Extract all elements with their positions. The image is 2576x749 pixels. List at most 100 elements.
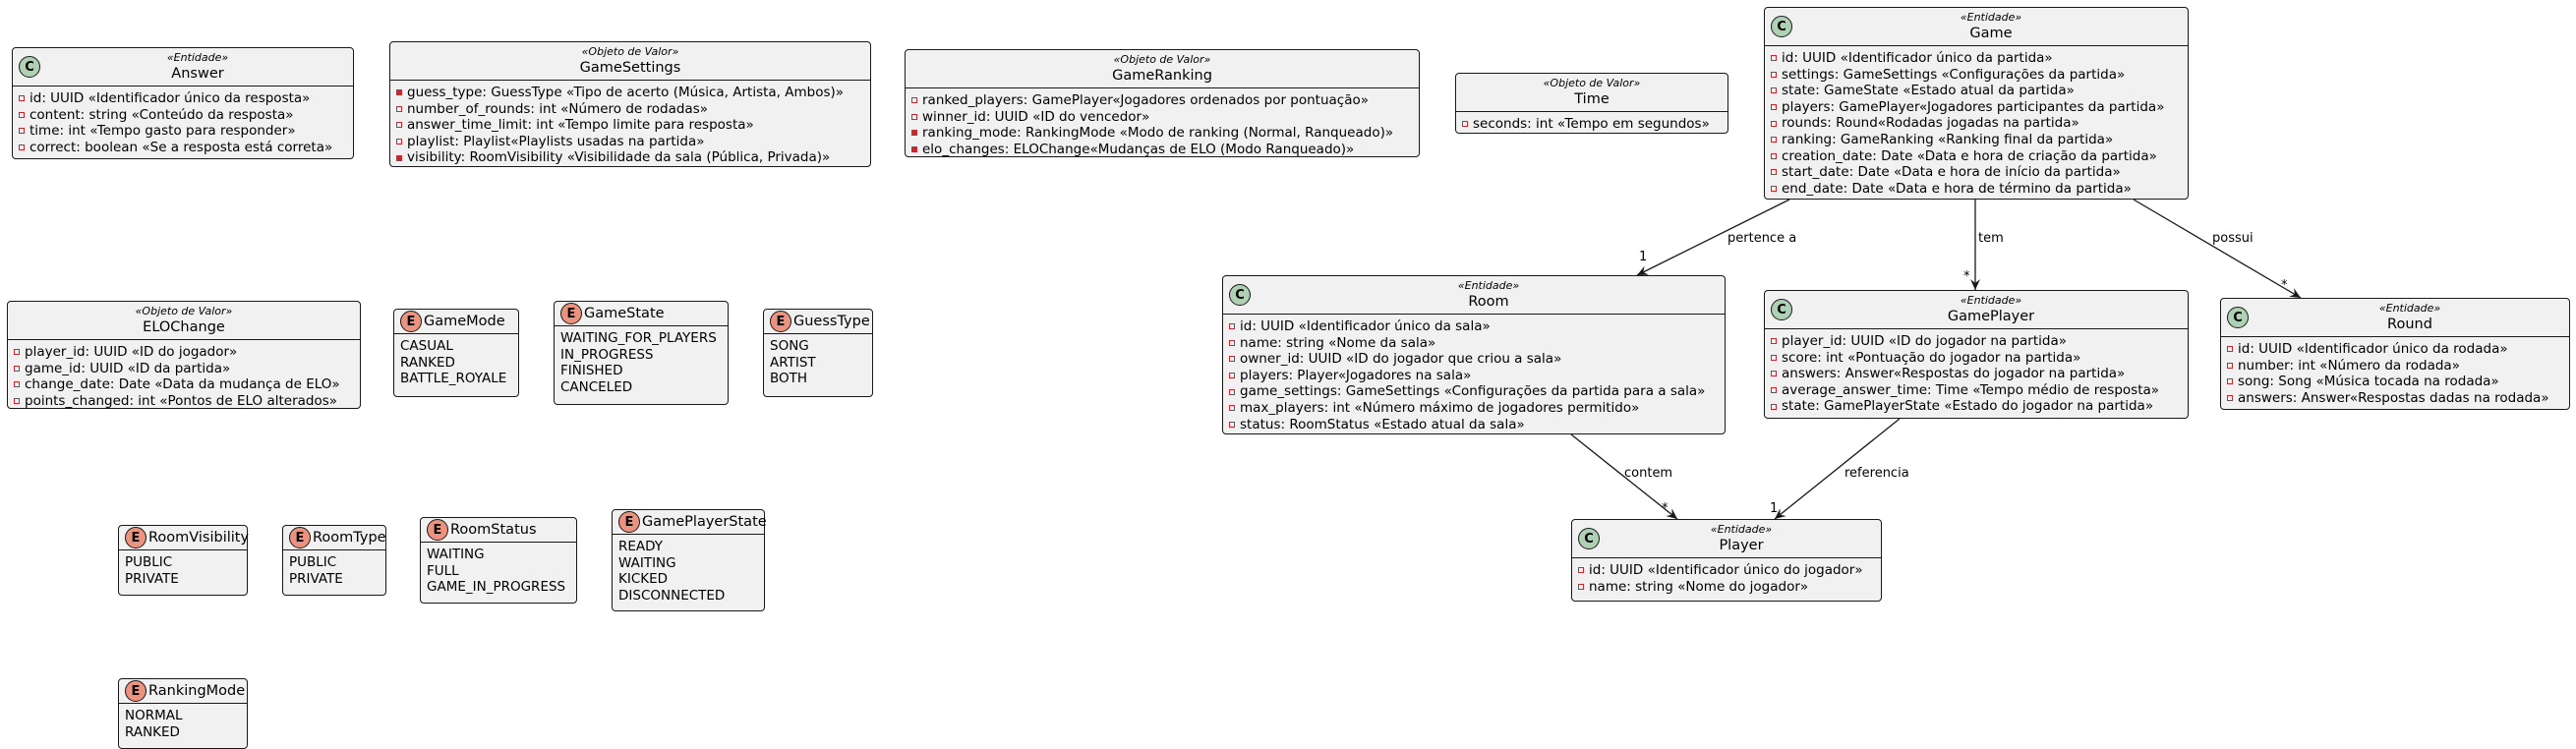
class-icon: C bbox=[1771, 299, 1792, 320]
private-field-icon bbox=[911, 97, 917, 104]
class-name: Game bbox=[1969, 26, 2013, 41]
enum-header: E GameState bbox=[555, 302, 728, 326]
field: creation_date: Date «Data e hora de cria… bbox=[1771, 148, 2182, 165]
private-field-icon bbox=[1229, 421, 1235, 428]
private-field-icon bbox=[1462, 121, 1468, 128]
class-header: C «Entidade» Game bbox=[1765, 8, 2188, 46]
private-field-icon bbox=[19, 111, 25, 118]
class-player: C «Entidade» Player id: UUID «Identifica… bbox=[1571, 519, 1882, 602]
field: id: UUID «Identificador único da rodada» bbox=[2227, 341, 2563, 358]
enum-values: PUBLIC PRIVATE bbox=[283, 550, 385, 593]
field: owner_id: UUID «ID do jogador que criou … bbox=[1229, 351, 1719, 368]
field: settings: GameSettings «Configurações da… bbox=[1771, 67, 2182, 84]
enum-icon: E bbox=[125, 527, 146, 548]
field: song: Song «Música tocada na rodada» bbox=[2227, 374, 2563, 390]
relation-room-player: contem * bbox=[1570, 433, 1678, 520]
field-list: id: UUID «Identificador único da sala» n… bbox=[1223, 315, 1725, 438]
field: winner_id: UUID «ID do vencedor» bbox=[911, 109, 1413, 126]
stereotype: «Objeto de Valor» bbox=[135, 305, 233, 317]
enum-name: GameMode bbox=[424, 314, 505, 329]
enum-value: PUBLIC bbox=[289, 554, 337, 570]
field-list: id: UUID «Identificador único da rodada»… bbox=[2221, 337, 2569, 412]
class-header: C «Entidade» Player bbox=[1572, 520, 1881, 558]
enum-room-status: E RoomStatus WAITING FULL GAME_IN_PROGRE… bbox=[420, 517, 577, 604]
field: player_id: UUID «ID do jogador» bbox=[14, 344, 354, 361]
field: number_of_rounds: int «Número de rodadas… bbox=[396, 101, 864, 118]
relation-label-possui: possui bbox=[2212, 231, 2254, 246]
private-field-icon bbox=[14, 349, 20, 356]
enum-header: E RoomStatus bbox=[421, 518, 576, 543]
class-game-settings: «Objeto de Valor» GameSettings guess_typ… bbox=[389, 41, 871, 167]
enum-icon: E bbox=[125, 680, 146, 702]
enum-value: BATTLE_ROYALE bbox=[400, 371, 507, 387]
field: id: UUID «Identificador único do jogador… bbox=[1578, 562, 1875, 579]
private-field-icon bbox=[2227, 346, 2233, 353]
enum-value: BOTH bbox=[770, 371, 808, 387]
private-field-icon bbox=[19, 144, 25, 151]
enum-value: CANCELED bbox=[560, 378, 633, 395]
class-name: Room bbox=[1468, 294, 1509, 310]
field: average_answer_time: Time «Tempo médio d… bbox=[1771, 382, 2182, 399]
enum-value: CASUAL bbox=[400, 338, 453, 354]
relation-label-pertence-a: pertence a bbox=[1727, 231, 1796, 246]
private-field-icon bbox=[1771, 403, 1777, 410]
enum-header: E GameMode bbox=[394, 310, 518, 334]
class-game-player: C «Entidade» GamePlayer player_id: UUID … bbox=[1764, 290, 2189, 419]
relation-game-room: pertence a 1 bbox=[1636, 199, 1796, 276]
field: change_date: Date «Data da mudança de EL… bbox=[14, 376, 354, 393]
enum-value: PUBLIC bbox=[125, 554, 173, 570]
stereotype: «Entidade» bbox=[166, 51, 229, 64]
field-list: seconds: int «Tempo em segundos» bbox=[1456, 112, 1727, 139]
field: guess_type: GuessType «Tipo de acerto (M… bbox=[396, 85, 864, 101]
enum-value: READY bbox=[618, 539, 664, 554]
field: name: string «Nome da sala» bbox=[1229, 335, 1719, 352]
field: ranked_players: GamePlayer«Jogadores ord… bbox=[911, 92, 1413, 109]
enum-icon: E bbox=[618, 511, 640, 533]
private-field-icon bbox=[1771, 371, 1777, 377]
enum-value: FINISHED bbox=[560, 363, 623, 379]
enum-value: DISCONNECTED bbox=[618, 587, 726, 604]
field: answer_time_limit: int «Tempo limite par… bbox=[396, 117, 864, 134]
private-field-icon bbox=[911, 130, 917, 137]
enum-icon: E bbox=[400, 311, 422, 332]
private-field-icon bbox=[1771, 387, 1777, 394]
class-header: «Objeto de Valor» ELOChange bbox=[8, 302, 360, 340]
class-name: Answer bbox=[171, 66, 224, 82]
private-field-icon bbox=[1771, 104, 1777, 111]
field: answers: Answer«Respostas do jogador na … bbox=[1771, 366, 2182, 382]
relation-label-contem: contem bbox=[1624, 466, 1672, 481]
enum-room-type: E RoomType PUBLIC PRIVATE bbox=[282, 525, 386, 596]
enum-name: GamePlayerState bbox=[642, 514, 767, 530]
field: content: string «Conteúdo da resposta» bbox=[19, 107, 347, 124]
enum-value: RANKED bbox=[125, 723, 180, 740]
private-field-icon bbox=[1771, 71, 1777, 78]
private-field-icon bbox=[396, 105, 402, 112]
enum-value: SONG bbox=[770, 338, 809, 354]
class-game: C «Entidade» Game id: UUID «Identificado… bbox=[1764, 7, 2189, 200]
enum-game-mode: E GameMode CASUAL RANKED BATTLE_ROYALE bbox=[393, 309, 519, 397]
field-list: id: UUID «Identificador único da partida… bbox=[1765, 46, 2188, 202]
field: visibility: RoomVisibility «Visibilidade… bbox=[396, 149, 864, 166]
field: ranking_mode: RankingMode «Modo de ranki… bbox=[911, 125, 1413, 142]
enum-value: PRIVATE bbox=[289, 570, 343, 587]
private-field-icon bbox=[19, 95, 25, 102]
multiplicity-player-contem: * bbox=[1662, 501, 1669, 516]
class-answer: C «Entidade» Answer id: UUID «Identifica… bbox=[12, 47, 354, 159]
private-field-icon bbox=[1578, 583, 1584, 590]
relation-label-tem: tem bbox=[1978, 231, 2004, 246]
private-field-icon bbox=[1578, 567, 1584, 574]
field: id: UUID «Identificador único da respost… bbox=[19, 90, 347, 107]
enum-icon: E bbox=[770, 311, 791, 332]
enum-guess-type: E GuessType SONG ARTIST BOTH bbox=[763, 309, 873, 397]
field-list: guess_type: GuessType «Tipo de acerto (M… bbox=[390, 81, 870, 172]
field: player_id: UUID «ID do jogador na partid… bbox=[1771, 333, 2182, 350]
stereotype: «Entidade» bbox=[2378, 302, 2441, 315]
multiplicity-gameplayer: * bbox=[1963, 269, 1970, 284]
field: state: GameState «Estado atual da partid… bbox=[1771, 83, 2182, 99]
stereotype: «Objeto de Valor» bbox=[1113, 53, 1211, 66]
enum-name: RoomType bbox=[313, 530, 386, 546]
field: start_date: Date «Data e hora de início … bbox=[1771, 164, 2182, 181]
enum-name: GuessType bbox=[793, 314, 870, 329]
field: seconds: int «Tempo em segundos» bbox=[1462, 116, 1722, 133]
